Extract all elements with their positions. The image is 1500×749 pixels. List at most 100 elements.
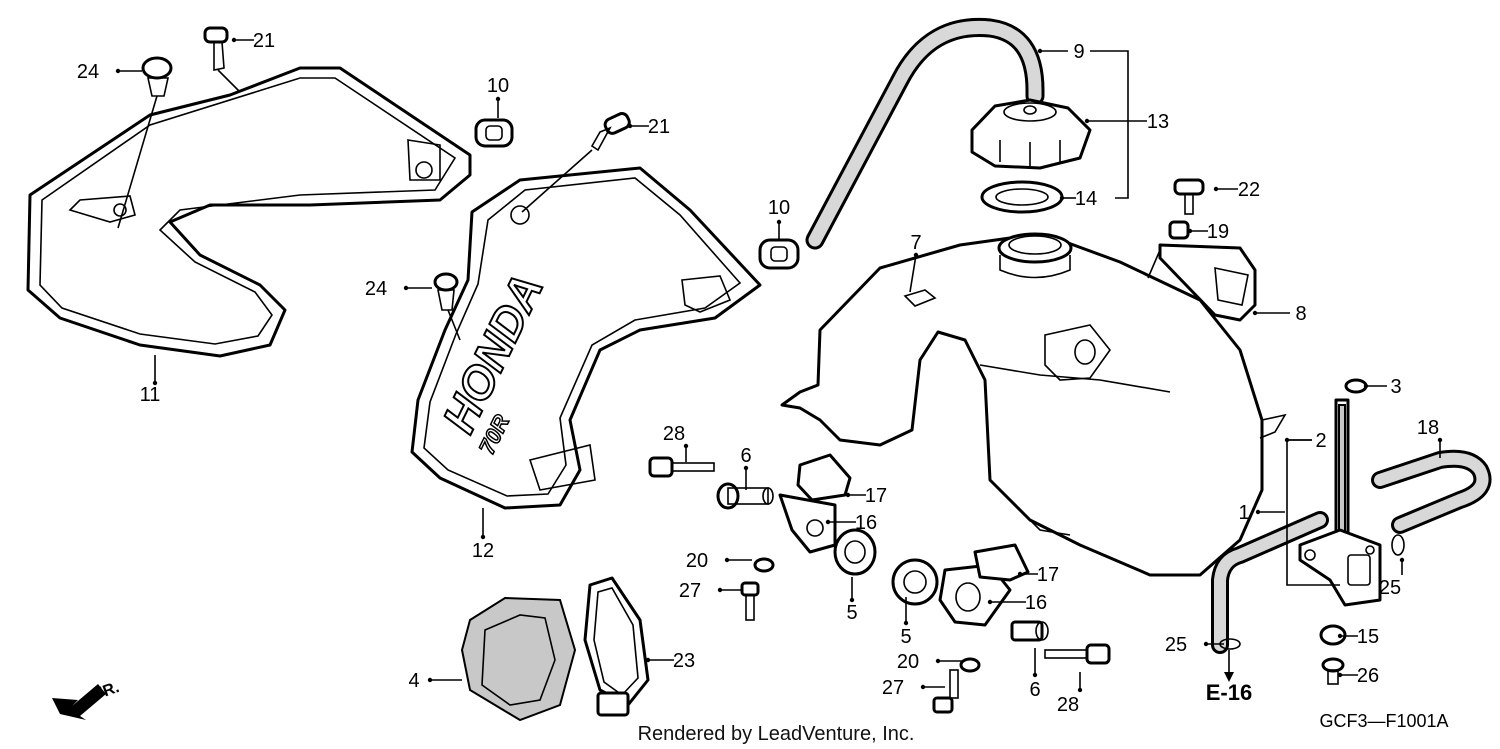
figure-code-label: GCF3—F1001A [1319,711,1448,731]
callout-number: 17 [1037,564,1059,586]
callout-number: 22 [1238,179,1260,201]
callout-number: 9 [1073,41,1084,63]
callout-leader-dot [776,219,782,225]
callout-number: 11 [140,384,161,406]
callout-c18: 18 [1417,417,1443,458]
callout-leader-dot [152,380,158,386]
callout-c28a: 28 [663,423,689,462]
front-direction-arrow-icon: FR. [52,679,122,720]
callout-leader-dot [1252,310,1258,316]
callout-leader-dot [1399,557,1405,563]
callout-number: 14 [1075,188,1097,210]
callout-c20a: 20 [686,550,752,572]
fuel-tank-plate-part-8 [1147,243,1257,322]
callout-number: 21 [253,30,275,52]
callout-number: 5 [846,602,857,624]
callout-number: 12 [472,540,494,562]
washer-part-15 [1319,624,1347,646]
callout-leader-dot [903,620,909,626]
cap-gasket-part-14 [980,180,1064,214]
hose-clip-part-25-right [1391,534,1405,556]
callout-c9: 9 [1037,41,1085,63]
callout-c8: 8 [1252,303,1307,325]
callout-c2: 2 [1284,430,1327,452]
callout-leader-dot [1203,641,1209,647]
callout-number: 25 [1379,577,1401,599]
callout-leader-dot [1059,195,1065,201]
tank-shroud-part-12: HONDA 70R [410,166,762,510]
callout-number: 20 [897,651,919,673]
callout-number: 25 [1165,634,1187,656]
bolt-part-28-right [1044,643,1111,665]
callout-number: 6 [740,445,751,467]
callout-leader-dot [683,443,689,449]
callout-c10a: 10 [487,75,509,118]
callout-c15: 15 [1337,626,1379,648]
callout-c25a: 25 [1379,557,1405,599]
callout-leader-dot [743,465,749,471]
callout-leader-dot [920,684,926,690]
callout-leader-dot [1213,186,1219,192]
washer-part-20-right [959,657,981,673]
callout-leader-dot [717,587,723,593]
callout-c7: 7 [909,232,922,293]
grommet-part-5-left [833,528,877,576]
callout-number: 20 [686,550,708,572]
callout-number: 1 [1238,502,1249,524]
callout-leader-dot [724,557,730,563]
callout-c28b: 28 [1057,672,1083,716]
callout-leader-dot [231,37,237,43]
callout-c25b: 25 [1165,634,1224,656]
callout-number: 10 [768,197,790,219]
callout-number: 16 [855,512,877,534]
callout-number: 10 [487,75,509,97]
callout-c4: 4 [408,670,462,692]
callout-leader-dot [845,492,851,498]
callout-c24b: 24 [365,278,432,300]
bracket-part-16-left [778,493,837,554]
callout-number: 28 [1057,694,1079,716]
bolt-part-26 [1321,657,1345,685]
callout-leader-dot [1337,633,1343,639]
callout-c23: 23 [645,650,695,672]
callout-number: 27 [882,677,904,699]
callout-number: 15 [1357,626,1379,648]
bolt-part-27-right [932,669,959,714]
bolt-part-27-left [740,581,760,621]
callout-leader-dot [913,252,919,258]
callout-number: 16 [1025,592,1047,614]
callout-c5b: 5 [900,597,912,648]
clip-part-24-top [117,56,173,229]
callout-leader-dot [1284,437,1290,443]
callout-c6b: 6 [1029,648,1041,701]
callout-c16a: 16 [825,512,877,534]
callout-c16b: 16 [987,592,1047,614]
callout-c5a: 5 [846,577,858,624]
fuel-tank-part-7 [780,232,1287,577]
callout-leader-line [909,254,917,293]
callout-number: 4 [408,670,419,692]
callout-number: 27 [679,580,701,602]
fuel-cap-part-13 [970,98,1092,170]
callout-leader-dot [1255,509,1261,515]
callout-leader-dot [627,123,633,129]
callout-number: 8 [1295,303,1306,325]
screw-part-21-middle [521,112,631,213]
callout-leader-dot [115,68,121,74]
callout-number: 21 [648,116,670,138]
grommet-part-10-right [758,238,800,270]
grommet-part-5-right [891,558,939,606]
bolt-part-28-left [648,456,715,478]
callout-leader-dot [1084,118,1090,124]
callout-leader-dot [849,597,855,603]
front-direction-label: FR. [92,679,122,704]
callout-c27a: 27 [679,580,742,602]
washer-part-20-left [753,557,775,573]
callout-number: 3 [1390,376,1401,398]
callout-number: 7 [910,232,921,254]
callout-number: 28 [663,423,685,445]
callout-number: 24 [77,61,99,83]
callout-leader-dot [1337,672,1343,678]
callout-number: 2 [1315,430,1326,452]
